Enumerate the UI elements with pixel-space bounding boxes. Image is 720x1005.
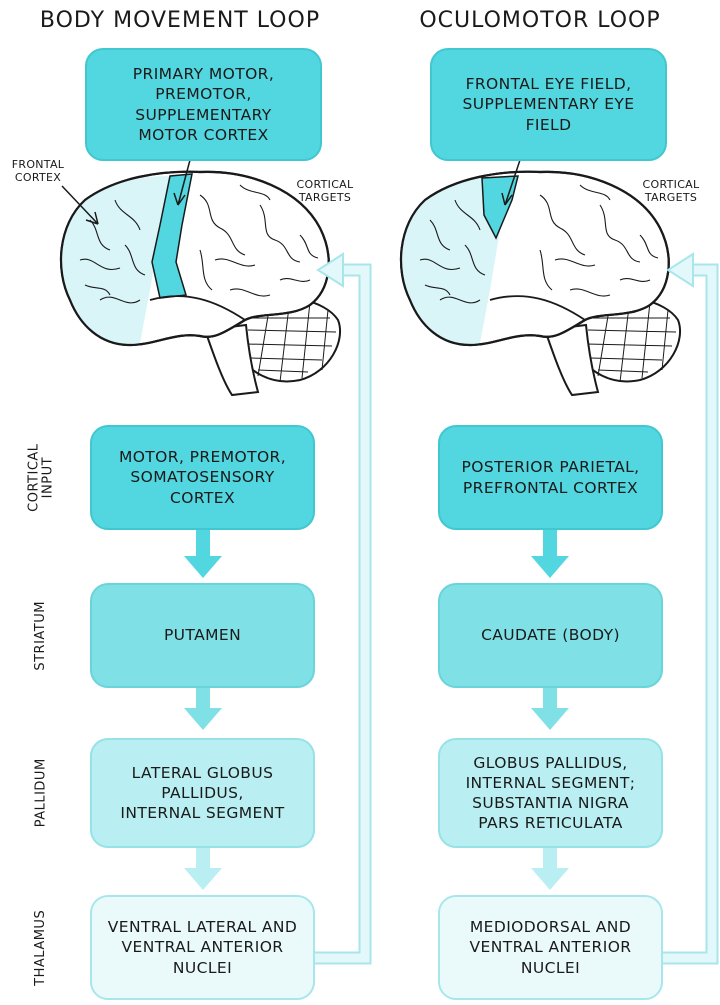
frontal-cortex-label: FRONTAL CORTEX xyxy=(11,158,65,185)
body-cortical-input-box: MOTOR, PREMOTOR, SOMATOSENSORY CORTEX xyxy=(90,425,315,530)
row-label-pallidum: PALLIDUM xyxy=(33,758,49,828)
body-pallidum-box: LATERAL GLOBUS PALLIDUS, INTERNAL SEGMEN… xyxy=(90,738,315,848)
oculomotor-loop-title: OCULOMOTOR LOOP xyxy=(419,8,661,33)
body-striatum-box: PUTAMEN xyxy=(90,583,315,688)
right-flow-arrows xyxy=(531,530,569,890)
left-brain xyxy=(59,159,341,397)
row-label-striatum: STRIATUM xyxy=(33,600,49,671)
body-loop-title: BODY MOVEMENT LOOP xyxy=(39,8,321,33)
cortical-targets-label-right: CORTICAL TARGETS xyxy=(642,178,700,205)
oculomotor-thalamus-box: MEDIODORSAL AND VENTRAL ANTERIOR NUCLEI xyxy=(438,895,663,1000)
oculomotor-cortical-input-box: POSTERIOR PARIETAL, PREFRONTAL CORTEX xyxy=(438,425,663,530)
right-feedback-arrow xyxy=(662,252,719,965)
left-feedback-arrow xyxy=(314,252,372,965)
body-target-box: PRIMARY MOTOR, PREMOTOR, SUPPLEMENTARY M… xyxy=(85,48,322,161)
row-label-cortical-input: CORTICAL INPUT xyxy=(26,443,56,512)
left-flow-arrows xyxy=(184,530,222,890)
oculomotor-target-box: FRONTAL EYE FIELD, SUPPLEMENTARY EYE FIE… xyxy=(430,48,667,161)
cortical-targets-label-left: CORTICAL TARGETS xyxy=(296,178,354,205)
oculomotor-striatum-box: CAUDATE (BODY) xyxy=(438,583,663,688)
right-brain xyxy=(399,159,681,397)
body-thalamus-box: VENTRAL LATERAL AND VENTRAL ANTERIOR NUC… xyxy=(90,895,315,1000)
row-label-thalamus: THALAMUS xyxy=(33,909,49,986)
oculomotor-pallidum-box: GLOBUS PALLIDUS, INTERNAL SEGMENT; SUBST… xyxy=(438,738,663,848)
